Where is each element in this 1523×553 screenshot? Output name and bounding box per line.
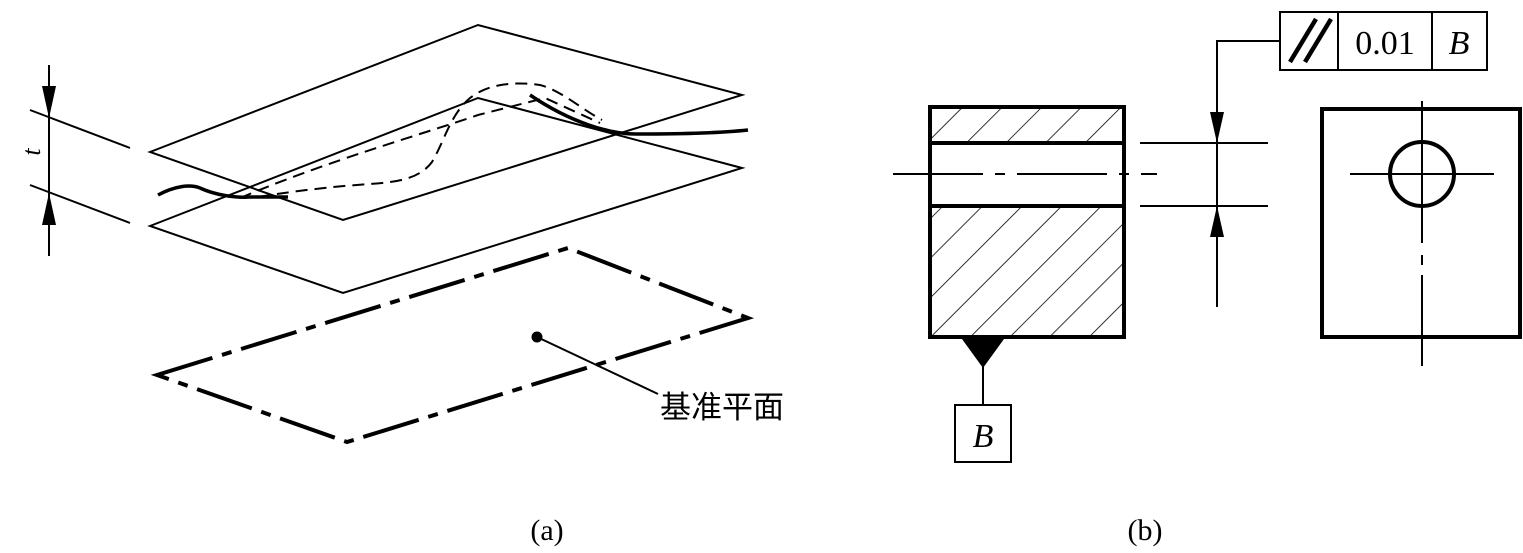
- datum-plane-leader: [536, 336, 659, 395]
- tolerance-symbol-t: t: [17, 148, 46, 156]
- datum-triangle-icon: [962, 339, 1004, 368]
- actual-surface-right-visible: [529, 93, 749, 136]
- panel-b: B 0.01 B: [893, 11, 1522, 547]
- hatched-region-top: [930, 107, 1124, 143]
- panel-a: t 基准平面 (a): [17, 23, 784, 547]
- datum-plane-label: 基准平面: [660, 390, 784, 426]
- extension-line-lower: [29, 184, 131, 224]
- caption-b: (b): [1128, 514, 1163, 547]
- sectional-view: [893, 105, 1157, 339]
- actual-surface-hidden-straight: [239, 96, 601, 199]
- datum-label: B: [973, 418, 994, 455]
- datum-reference: B: [1449, 25, 1470, 62]
- tolerance-zone-dimension: t: [17, 65, 131, 256]
- feature-control-leader: [1216, 40, 1280, 307]
- actual-surface-hidden-curve: [257, 82, 603, 198]
- tolerance-value: 0.01: [1355, 25, 1415, 62]
- datum-box: [954, 404, 1012, 463]
- extension-line-upper: [29, 109, 131, 149]
- feature-control-frame: 0.01 B: [1279, 11, 1488, 71]
- lower-tolerance-plane: [147, 96, 746, 295]
- datum-plane: [150, 245, 755, 445]
- caption-a: (a): [530, 514, 563, 547]
- hole-dimension: [1140, 40, 1280, 307]
- arrow-down-icon: [1210, 112, 1224, 143]
- arrow-up-icon: [1210, 206, 1224, 237]
- arrow-down-icon: [42, 86, 56, 118]
- parallelism-icon: [1288, 17, 1333, 64]
- hatched-region-bottom: [930, 206, 1124, 337]
- section-outline: [928, 105, 1126, 339]
- datum-feature-symbol: B: [954, 339, 1012, 463]
- arrow-up-icon: [42, 193, 56, 225]
- side-view: [1320, 101, 1522, 366]
